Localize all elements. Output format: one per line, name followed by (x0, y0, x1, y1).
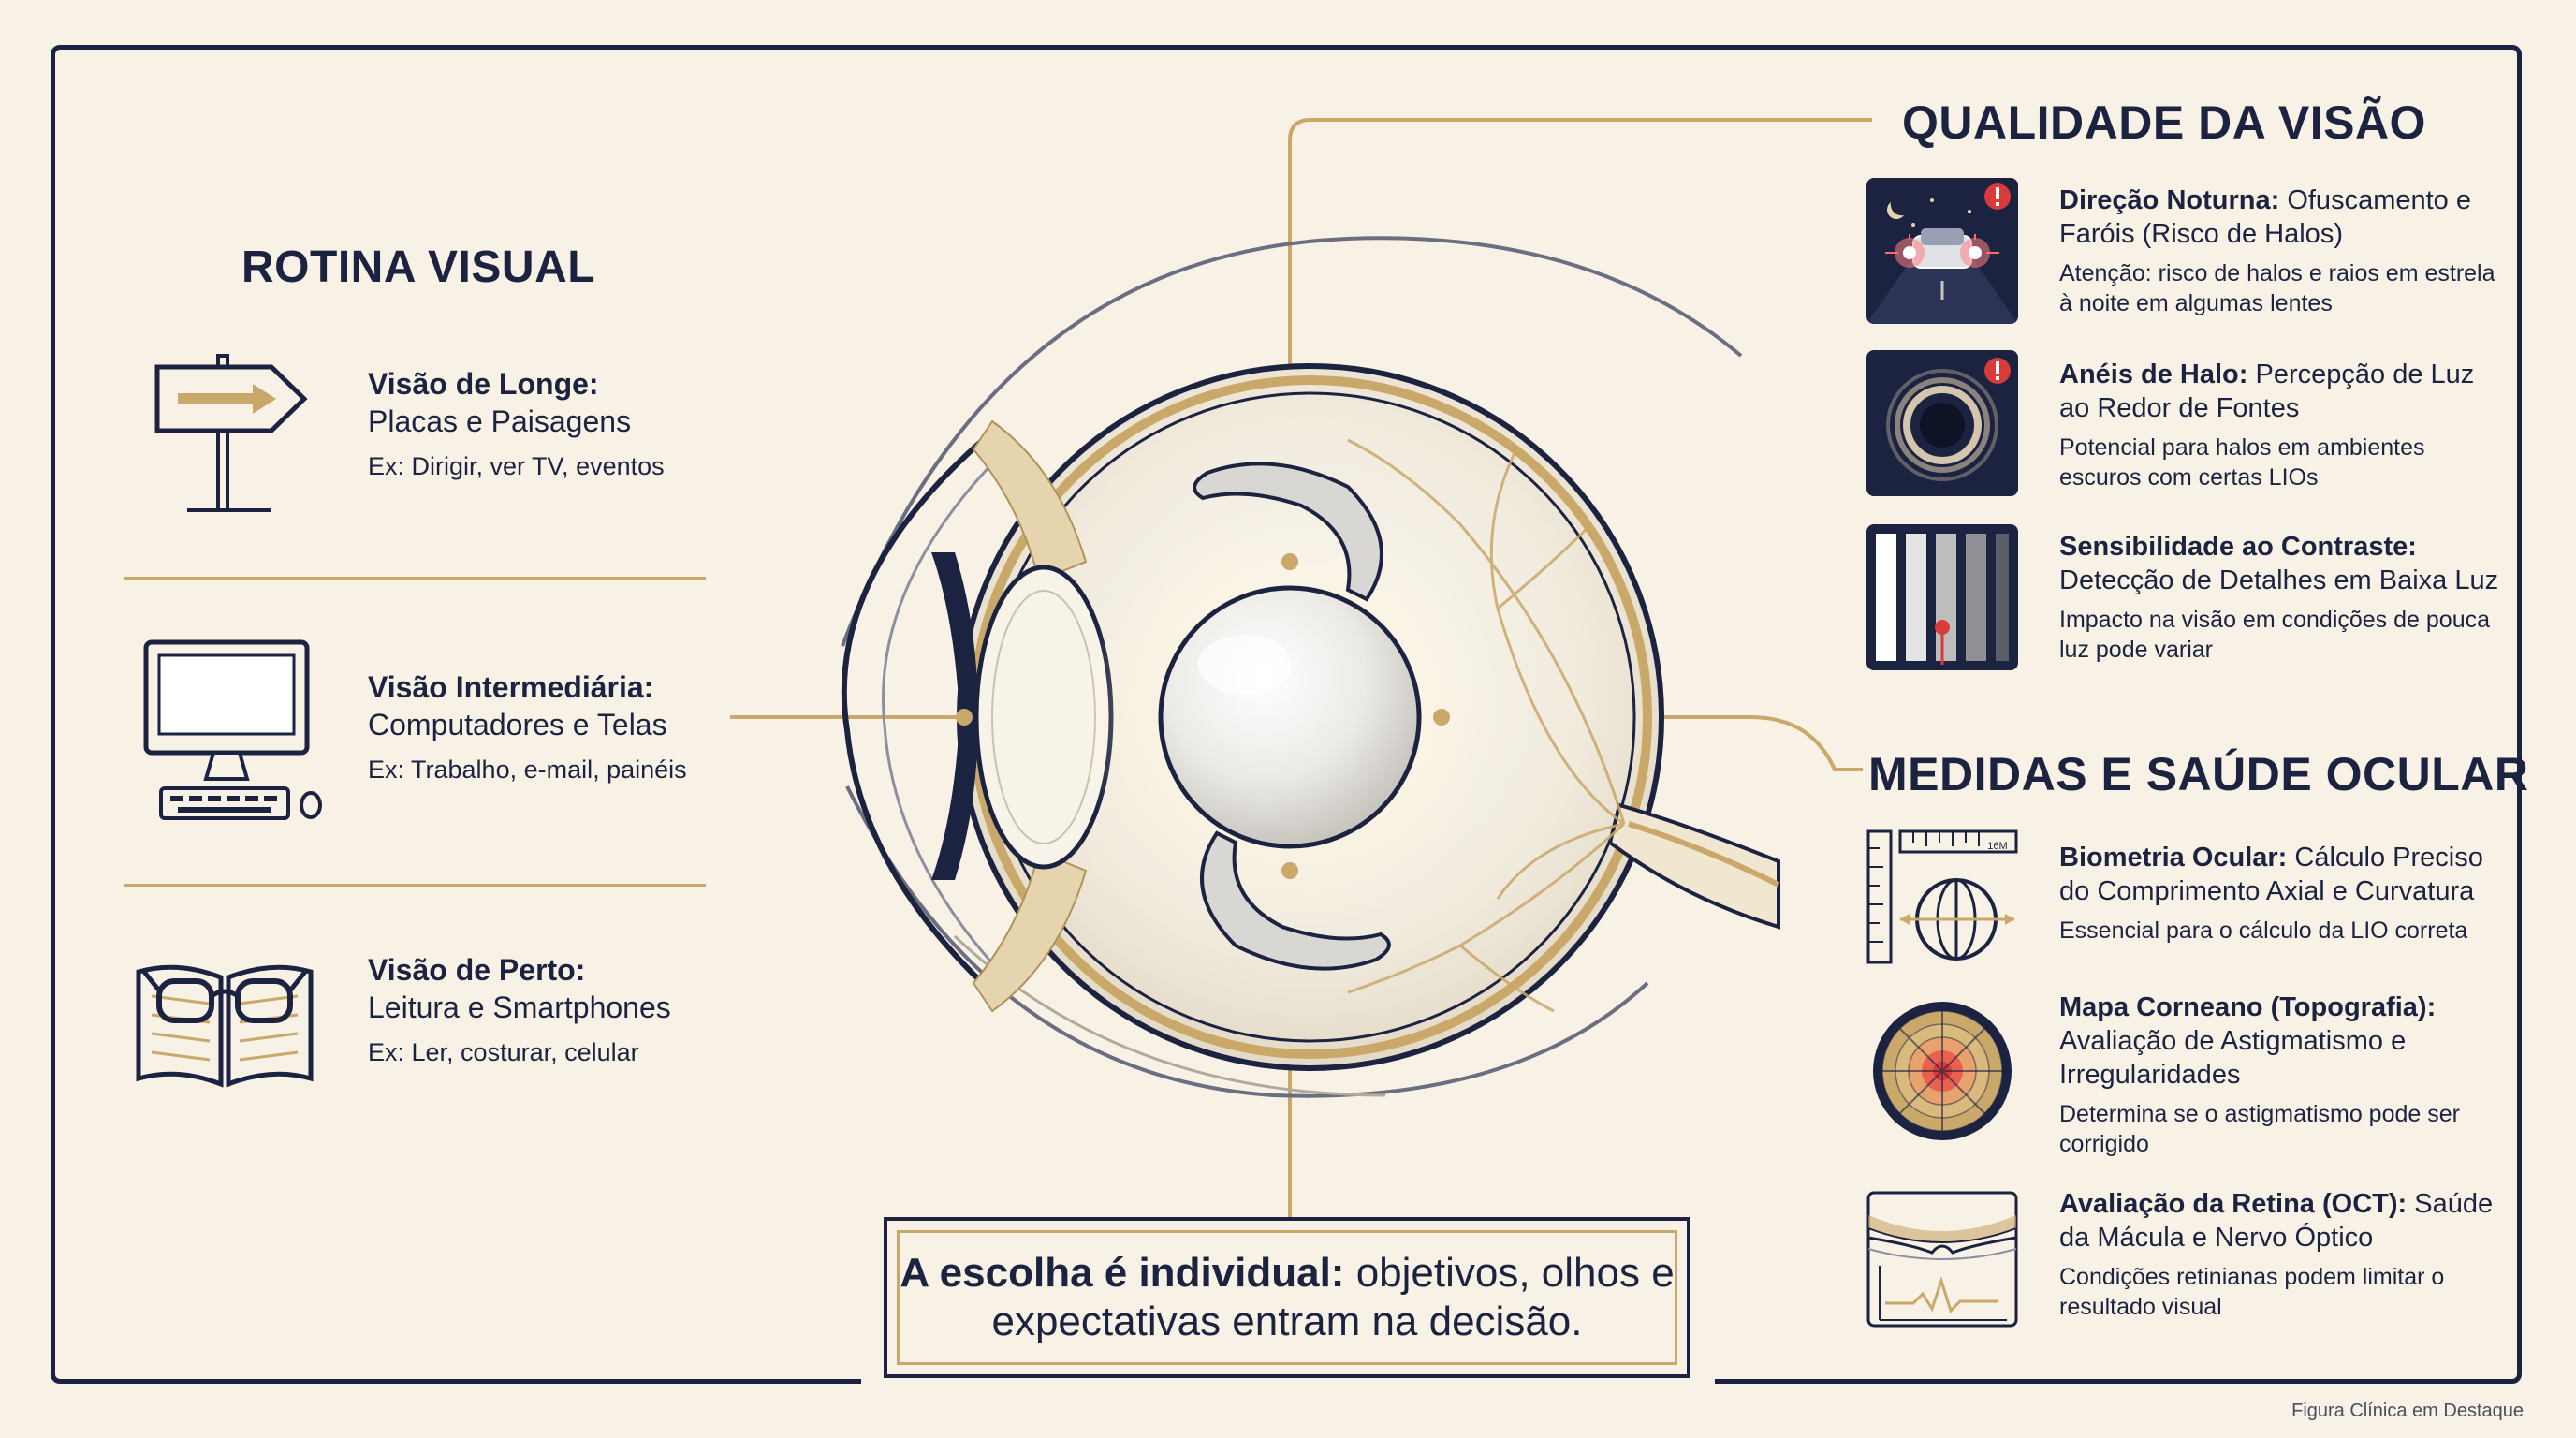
left-divider-2 (124, 884, 706, 887)
iol-optic (1158, 585, 1422, 849)
oct-note: Condições retinianas podem limitar o res… (2059, 1264, 2445, 1320)
intermediate-example: Ex: Trabalho, e-mail, painéis (368, 756, 687, 784)
computer-icon (143, 639, 322, 820)
health-item-biometry: Biometria Ocular: Cálculo Preciso do Com… (2059, 841, 2509, 946)
cornea-inner (882, 457, 1003, 976)
ruler-label: 16M (1987, 841, 2007, 852)
left-divider-1 (124, 577, 706, 580)
connector-quality (1288, 118, 1872, 562)
night-driving-icon (1866, 178, 2018, 324)
callout-rest: objetivos, olhos e expectativas entram n… (991, 1250, 1675, 1344)
contrast-title-rest: Detecção de Detalhes em Baixa Luz (2059, 565, 2499, 595)
halo-rings-icon (1866, 350, 2018, 496)
near-subtitle: Leitura e Smartphones (368, 990, 671, 1024)
optic-nerve (1607, 802, 1780, 930)
corneal-note: Determina se o astigmatismo pode ser cor… (2059, 1101, 2460, 1157)
connector-health (1442, 715, 1863, 771)
halo-note: Potencial para halos em ambientes escuro… (2059, 434, 2425, 491)
far-subtitle: Placas e Paisagens (368, 404, 632, 438)
quality-item-contrast: Sensibilidade ao Contraste: Detecção de … (2059, 530, 2509, 665)
signpost-icon (154, 354, 308, 512)
oct-title-bold: Avaliação da Retina (OCT): (2059, 1189, 2408, 1219)
biometry-title-bold: Biometria Ocular: (2059, 843, 2288, 873)
biometry-title-rest: Cálculo Preciso do Comprimento Axial e C… (2059, 843, 2483, 906)
frame-gap (861, 1374, 1715, 1393)
health-item-oct: Avaliação da Retina (OCT): Saúde da Mácu… (2059, 1187, 2509, 1322)
near-title: Visão de Perto: (368, 953, 586, 987)
iol-haptic-lower (1200, 830, 1391, 971)
corneal-title-rest: Avaliação de Astigmatismo e Irregularida… (2059, 1026, 2407, 1090)
biometry-icon: 16M (1866, 829, 2018, 964)
cornea (841, 437, 995, 995)
near-example: Ex: Ler, costurar, celular (368, 1038, 639, 1066)
health-heading: MEDIDAS E SAÚDE OCULAR (1868, 748, 2529, 800)
night-note: Atenção: risco de halos e raios em estre… (2059, 260, 2496, 316)
lower-eyelid (845, 785, 1649, 1098)
figure-credit: Figura Clínica em Destaque (2291, 1401, 2524, 1421)
iris (931, 552, 978, 880)
book-glasses-icon (136, 964, 314, 1088)
night-title-rest: Ofuscamento e Faróis (Risco de Halos) (2059, 185, 2471, 249)
left-item-intermediate: Visão Intermediária: Computadores e Tela… (368, 668, 761, 786)
far-example: Ex: Dirigir, ver TV, eventos (368, 452, 665, 480)
upper-eyelid (841, 236, 1743, 647)
retinal-vessels (1347, 438, 1626, 1013)
halo-title-rest: Percepção de Luz ao Redor de Fontes (2059, 360, 2475, 423)
left-heading: ROTINA VISUAL (242, 242, 596, 292)
contrast-title-bold: Sensibilidade ao Contraste: (2059, 532, 2417, 562)
night-title-bold: Direção Noturna: (2059, 185, 2280, 215)
corneal-title-bold: Mapa Corneano (Topografia): (2059, 992, 2437, 1022)
quality-item-night: Direção Noturna: Ofuscamento e Faróis (R… (2059, 183, 2509, 318)
quality-heading: QUALIDADE DA VISÃO (1902, 96, 2426, 149)
decision-callout-inner: A escolha é individual: objetivos, olhos… (897, 1230, 1677, 1365)
iol-haptic-upper (1193, 462, 1383, 602)
decision-callout: A escolha é individual: objetivos, olhos… (884, 1217, 1690, 1378)
corneal-map-icon (1873, 1002, 2012, 1140)
health-item-corneal: Mapa Corneano (Topografia): Avaliação de… (2059, 990, 2509, 1159)
intermediate-subtitle: Computadores e Telas (368, 708, 667, 741)
contrast-note: Impacto na visão em condições de pouca l… (2059, 607, 2490, 663)
far-title: Visão de Longe: (368, 367, 599, 401)
biometry-note: Essencial para o cálculo da LIO correta (2059, 917, 2468, 944)
oct-scan-icon (1866, 1191, 2018, 1328)
left-item-near: Visão de Perto: Leitura e Smartphones Ex… (368, 951, 761, 1069)
optic-nerve-core (1628, 821, 1780, 888)
intermediate-title: Visão Intermediária: (368, 670, 654, 704)
quality-item-halo: Anéis de Halo: Percepção de Luz ao Redor… (2059, 358, 2509, 492)
left-item-far: Visão de Longe: Placas e Paisagens Ex: D… (368, 365, 761, 483)
contrast-bars-icon (1866, 524, 2018, 670)
oct-title-rest: Saúde da Mácula e Nervo Óptico (2059, 1189, 2494, 1253)
callout-bold: A escolha é individual: (900, 1250, 1345, 1296)
halo-title-bold: Anéis de Halo: (2059, 360, 2248, 389)
connector-dots (956, 553, 1450, 879)
